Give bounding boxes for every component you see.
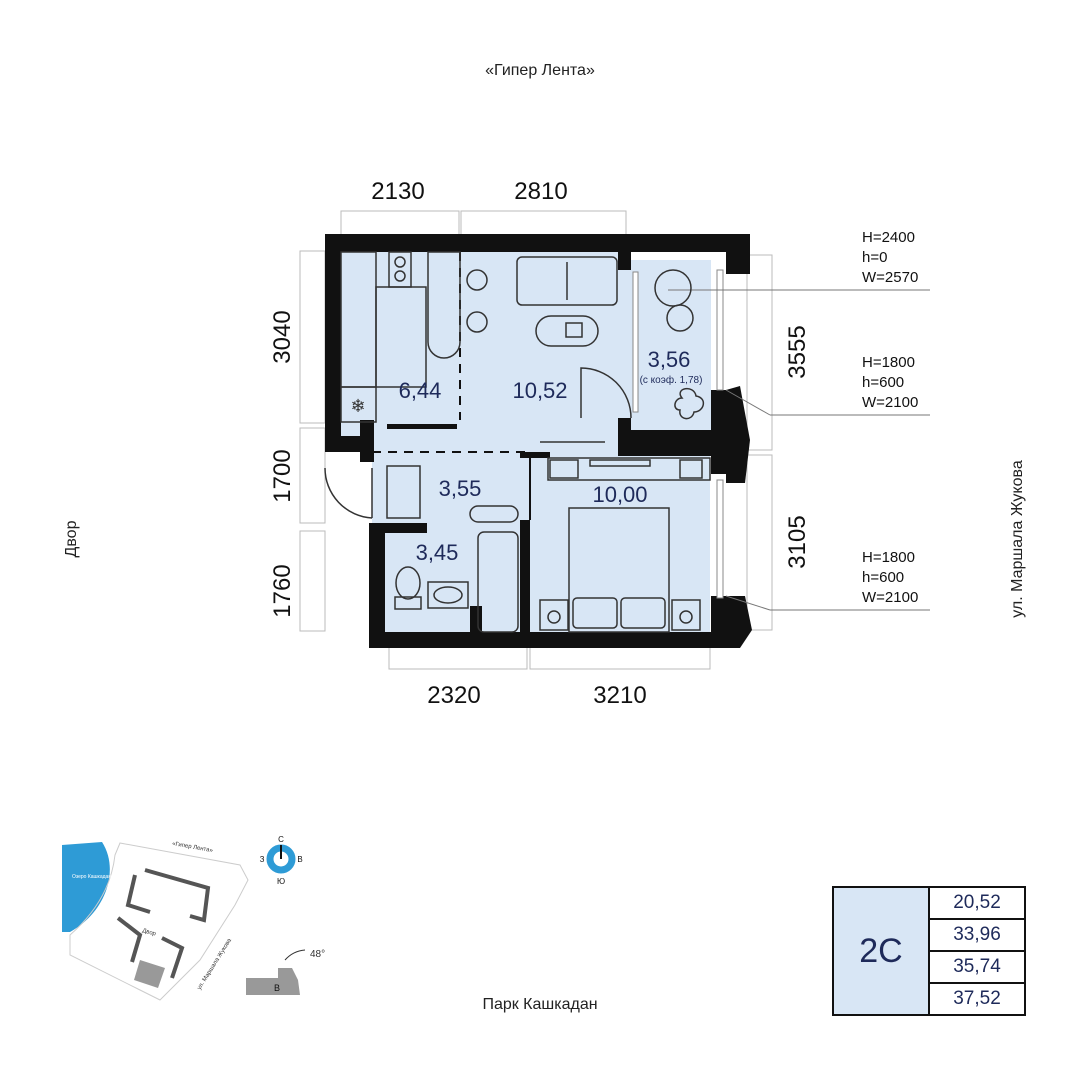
area-value: 35,74 [930,952,1024,984]
windows [632,269,724,599]
snowflake-icon: ❄ [350,396,365,416]
window-1-height: H=2400 [862,229,915,246]
window-3-height: H=1800 [862,549,915,566]
minimap-angle: 48° [310,949,325,960]
window-specs: H=2400 h=0 W=2570 H=1800 h=600 W=2100 H=… [862,229,918,606]
balcony-area: 3,56 [648,347,691,372]
bedroom-furniture [539,457,711,633]
minimap-section: В [274,983,280,993]
window-2-height: H=1800 [862,354,915,371]
bath-area: 3,45 [416,540,459,565]
bedroom-area: 10,00 [592,482,647,507]
dimension-labels: 2130 2810 2320 3210 3040 1700 1760 3555 … [269,178,811,709]
dim-left-3: 1760 [269,564,296,617]
minimap-yard-label: Двор [141,928,157,938]
compass-north: С [278,835,284,844]
bottom-orientation-label: Парк Кашкадан [482,996,598,1013]
window-leaders [668,289,930,611]
area-table: 2С 20,52 33,96 35,74 37,52 [832,886,1026,1016]
hall-area: 3,55 [439,476,482,501]
balcony-furniture [654,269,705,420]
window-1-sill: h=0 [862,249,887,266]
hall-furniture [324,465,519,523]
dim-right-2: 3105 [784,515,811,568]
area-value: 37,52 [953,988,1001,1009]
area-value: 20,52 [930,888,1024,920]
bath-fixtures [394,531,519,633]
compass-west: З [260,855,265,864]
balcony-coefficient: (с коэф. 1,78) [640,374,703,386]
lake-shape [62,842,110,932]
area-values: 20,52 33,96 35,74 37,52 [930,888,1024,1014]
dim-left-1: 3040 [269,310,296,363]
dim-right-1: 3555 [784,325,811,378]
compass-icon: С Ю З В [260,835,303,886]
window-1-width: W=2570 [862,269,918,286]
room-labels: 6,44 10,52 3,56 (с коэф. 1,78) 3,55 10,0… [399,347,703,565]
dim-left-2: 1700 [269,449,296,502]
minimap-top-label: «Гипер Лента» [172,841,214,854]
dim-top-2: 2810 [514,178,567,205]
window-3-sill: h=600 [862,569,904,586]
apartment-code: 2С [834,888,930,1014]
dim-top-1: 2130 [371,178,424,205]
dim-bottom-2: 3210 [593,682,646,709]
window-2-width: W=2100 [862,394,918,411]
compass-east: В [297,855,302,864]
minimap: Озеро Кашкадан «Гипер Лента» Двор ул. Ма… [62,835,325,1001]
window-3-width: W=2100 [862,589,918,606]
minimap-lake-label: Озеро Кашкадан [72,874,111,880]
kitchen-area: 6,44 [399,378,442,403]
minimap-street-label: ул. Маршала Жукова [197,937,234,991]
top-orientation-label: «Гипер Лента» [485,62,595,79]
window-2-sill: h=600 [862,374,904,391]
compass-south: Ю [277,877,285,886]
kitchen-furniture [340,251,632,443]
dim-bottom-1: 2320 [427,682,480,709]
walls [325,234,752,648]
living-area: 10,52 [512,378,567,403]
area-value: 33,96 [930,920,1024,952]
